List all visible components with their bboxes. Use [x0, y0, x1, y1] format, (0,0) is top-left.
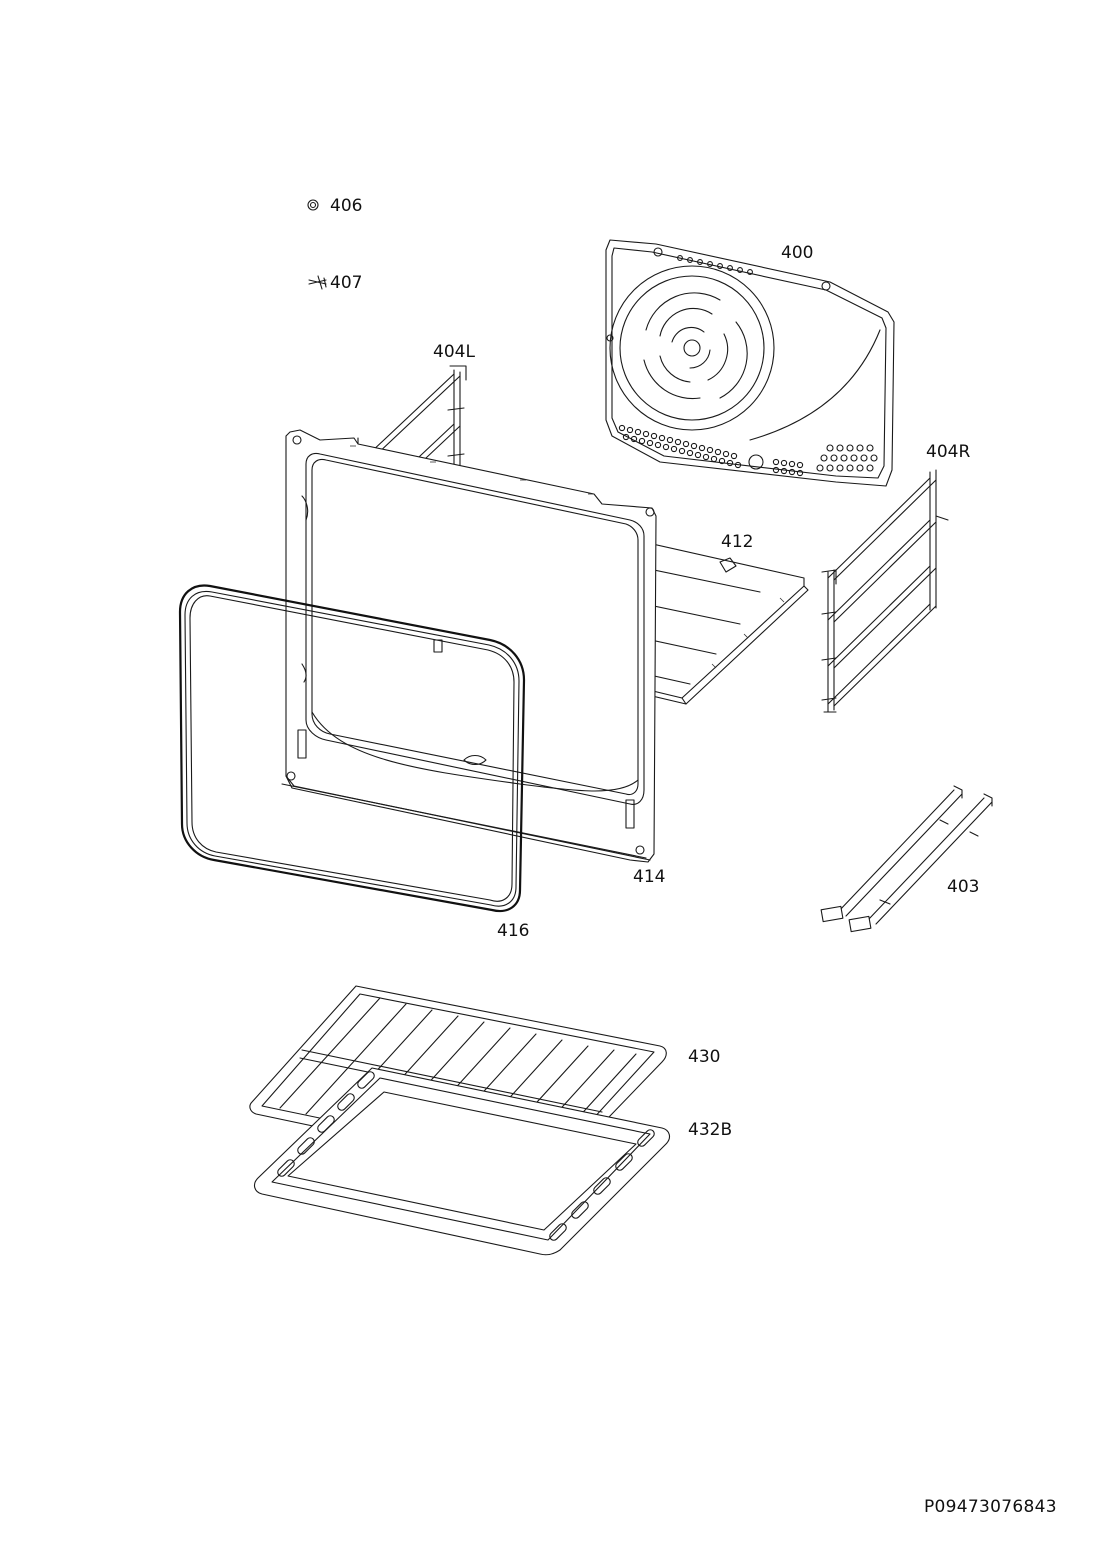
label-406: 406 — [330, 196, 362, 216]
part-414-front-frame — [281, 429, 657, 863]
part-416-door-seal — [178, 584, 526, 913]
part-432B-baking-tray — [253, 1067, 671, 1256]
label-407: 407 — [330, 273, 362, 293]
label-414: 414 — [633, 867, 665, 887]
label-400: 400 — [781, 243, 813, 263]
part-407-screw — [308, 275, 327, 290]
label-404R: 404R — [926, 442, 970, 462]
part-404R-right-shelf-support — [821, 469, 949, 713]
document-id: P09473076843 — [924, 1497, 1057, 1517]
label-416: 416 — [497, 921, 529, 941]
label-404L: 404L — [433, 342, 475, 362]
label-432B: 432B — [688, 1120, 732, 1140]
part-406-nut — [307, 199, 319, 211]
part-400-back-panel — [605, 239, 895, 487]
label-412: 412 — [721, 532, 753, 552]
part-403-telescopic-runners — [820, 785, 993, 933]
label-403: 403 — [947, 877, 979, 897]
label-430: 430 — [688, 1047, 720, 1067]
